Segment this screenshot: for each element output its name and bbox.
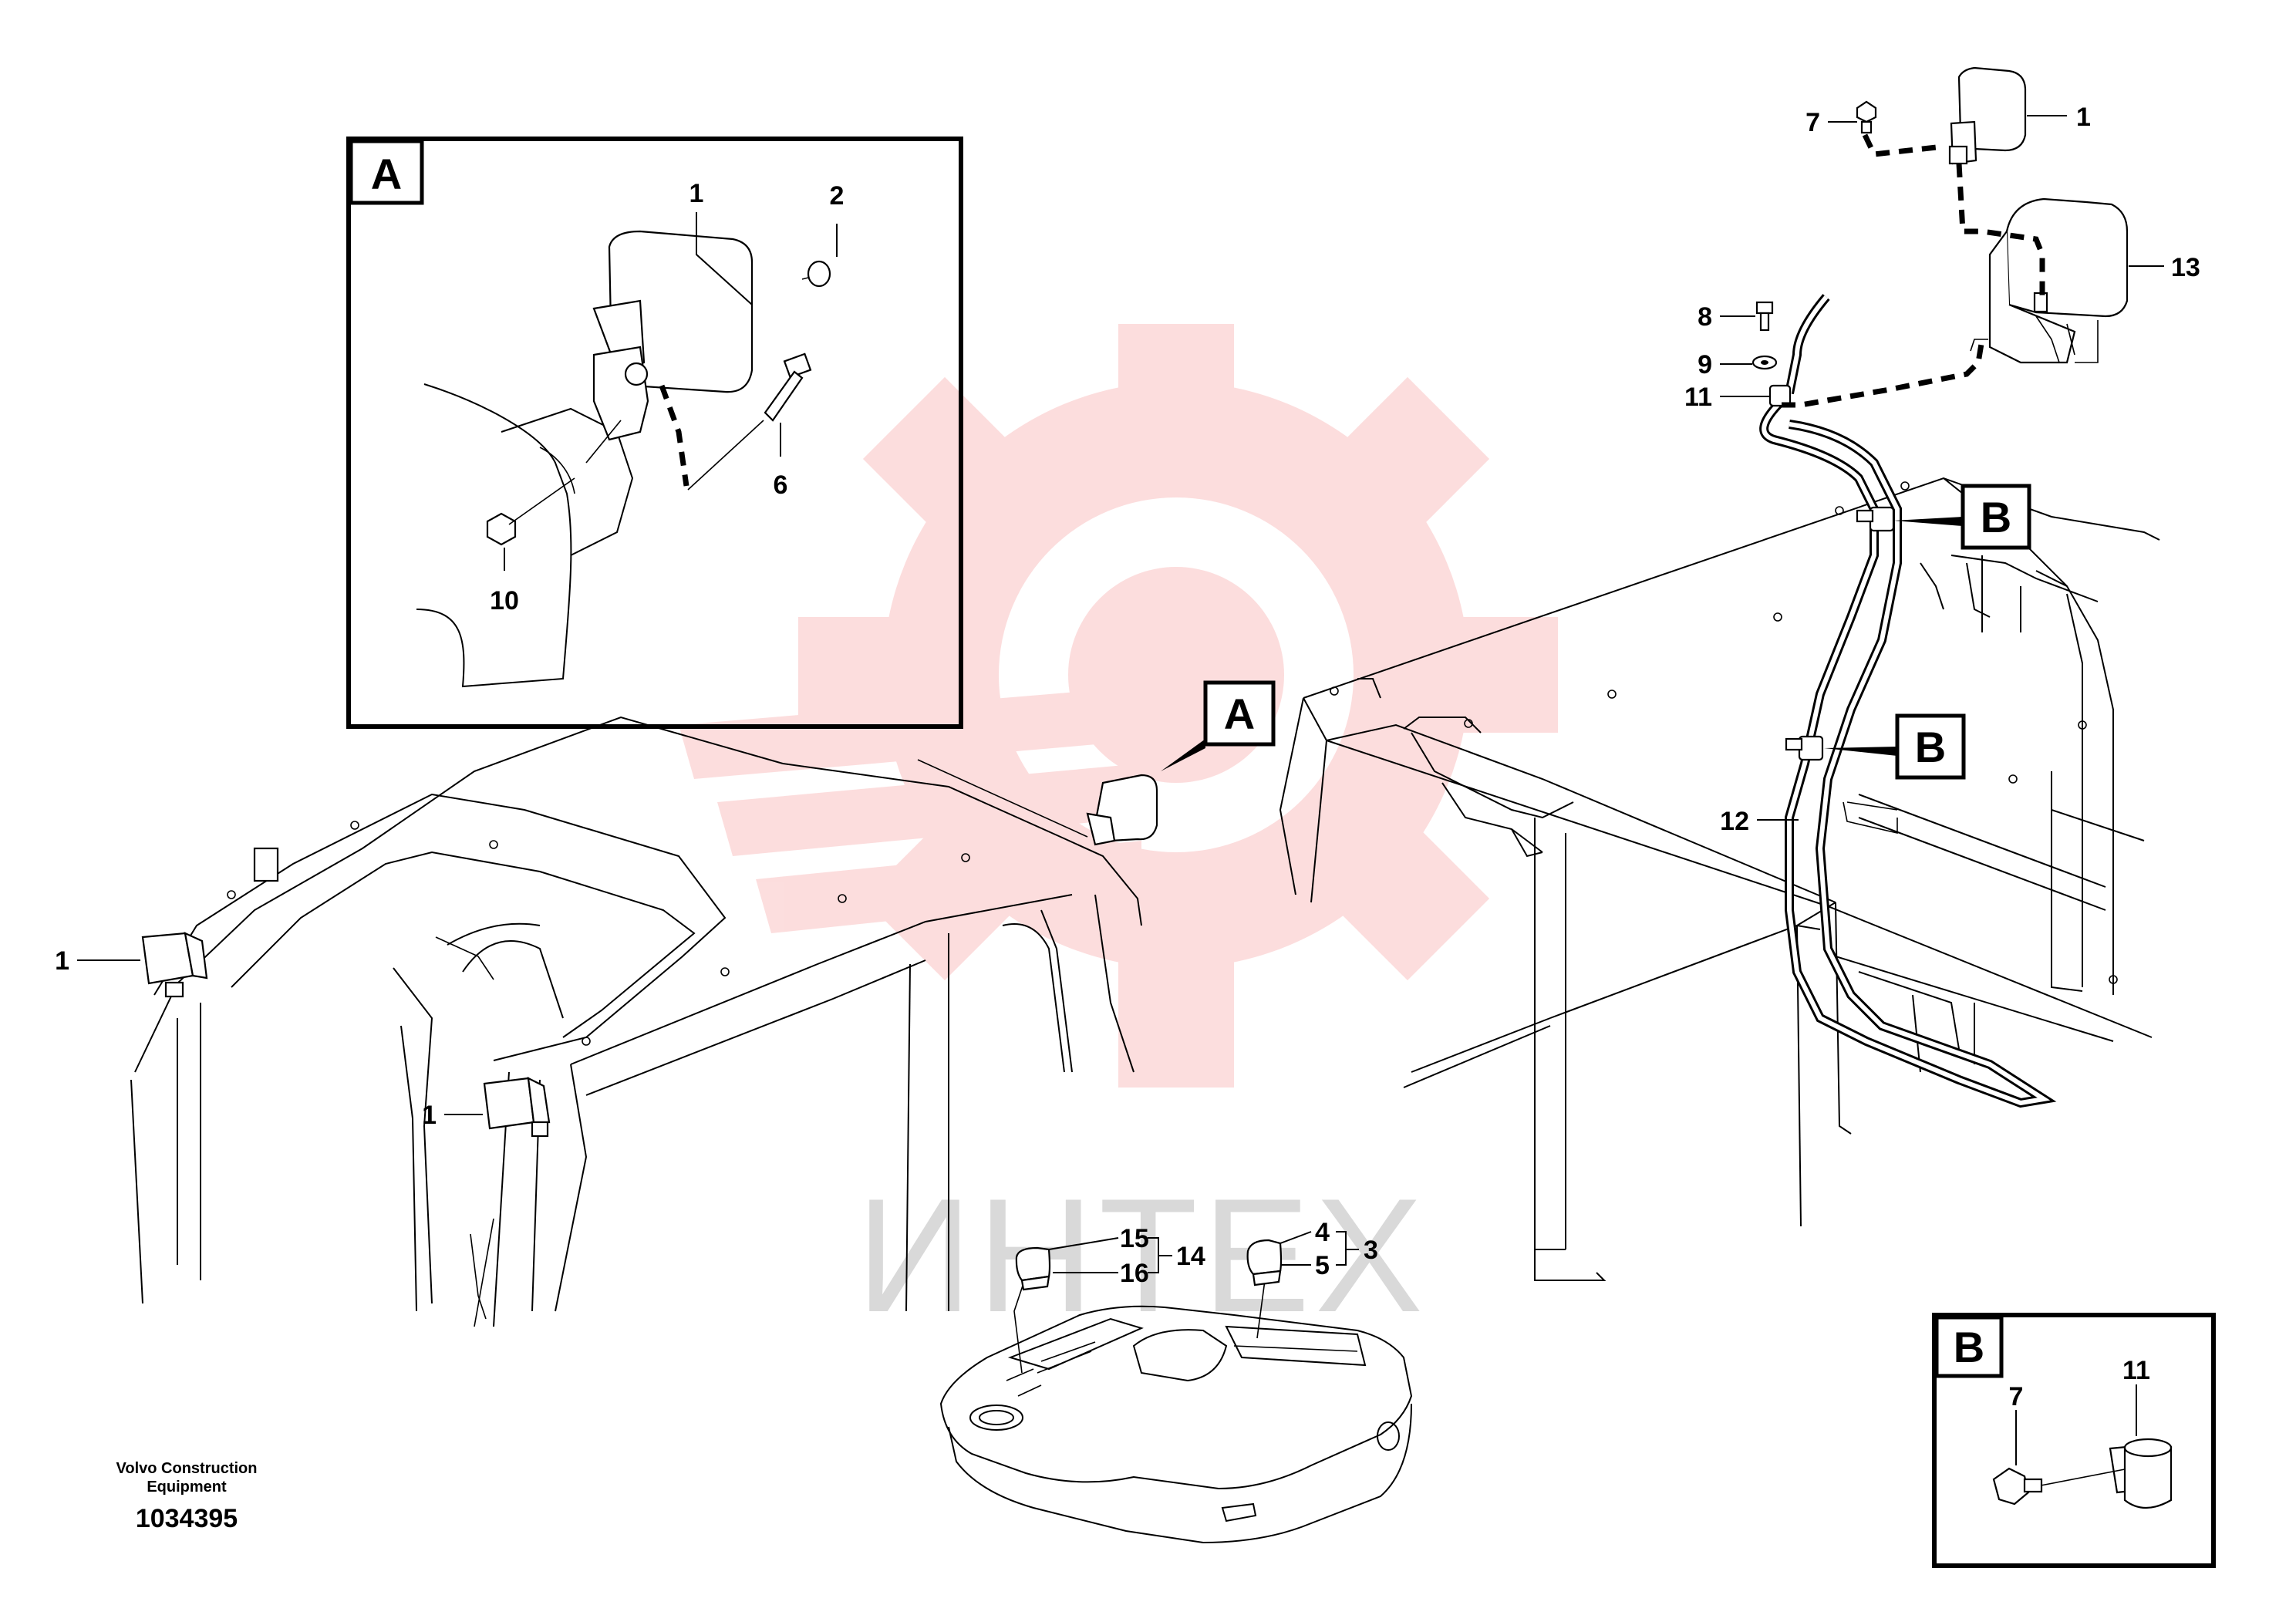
ref-b-lower-pointer [1824,747,1897,756]
ref-b-lower-label: B [1915,723,1946,771]
ref-b-upper-pointer [1893,517,1963,526]
ref-b-lower-box [1895,713,1966,780]
top-worklamp-icon [1948,66,2027,165]
detail-b-tag: B [1954,1323,1984,1371]
detail-a-bulb-icon [801,260,831,288]
left-worklamp-icon [141,932,208,998]
callout-8: 8 [1698,302,1712,332]
ref-b-upper-label: B [1981,493,2011,541]
callout-9: 9 [1698,350,1712,379]
watermark [679,324,1558,1088]
harness-clamp-lower-icon [1785,735,1824,761]
drawing-number: 1034395 [136,1504,238,1533]
callout-1-cab: 1 [422,1101,437,1130]
lamp-bracket-icon [1970,197,2129,364]
watermark-text: ИНТЕХ [856,1165,1428,1346]
callout-11-main: 11 [1684,383,1712,412]
detail-b-screw-icon [1992,1467,2043,1506]
detail-b-tag-box [1934,1315,2004,1378]
wiring-harness [1759,294,2057,1108]
switch-right-icon [1246,1239,1283,1286]
cab-worklamp-icon [483,1077,551,1138]
callout-15: 15 [1120,1224,1149,1253]
callout-1-left: 1 [55,946,69,976]
detail-a-bolt-icon [764,352,812,422]
detail-b-panel: B 7 11 [1932,1313,2216,1568]
harness-clamp-upper-icon [1856,506,1895,532]
callout-12: 12 [1720,807,1749,836]
detail-a-tag: A [371,150,402,198]
callout-16: 16 [1120,1259,1149,1288]
cab-roof-structure [130,716,1142,1327]
detail-a-tag-box [349,139,424,205]
detail-a-mirror-icon [585,230,754,464]
detail-a-callout-10: 10 [490,586,519,615]
bolt-8-icon [1755,301,1774,332]
ref-a-label: A [1224,690,1255,738]
detail-b-clamp-icon [2109,1438,2173,1509]
cab-mirror-icon [917,759,1158,846]
gear-watermark-icon [798,324,1558,1088]
detail-a-callout-2: 2 [830,181,845,211]
callout-13: 13 [2171,253,2200,282]
switch-left-icon [1015,1246,1051,1291]
ref-a-box [1203,680,1276,747]
callout-1-top: 1 [2076,103,2091,132]
detail-a-callout-6: 6 [774,470,788,500]
callout-7-top: 7 [1805,108,1820,137]
company-line-2: Equipment [147,1479,227,1496]
top-screw-icon [1856,100,1877,134]
company-line-1: Volvo Construction [116,1460,258,1477]
callout-3: 3 [1364,1236,1378,1265]
detail-a-callout-1: 1 [689,179,704,208]
callout-4: 4 [1315,1218,1330,1247]
footer: Volvo Construction Equipment 1034395 [116,1460,258,1533]
callout-5: 5 [1315,1251,1330,1280]
detail-b-callout-7: 7 [2009,1382,2024,1411]
detail-a-nut-icon [486,512,517,546]
washer-9-icon [1752,355,1778,370]
ref-a-pointer [1161,739,1205,771]
detail-b-callout-11: 11 [2122,1356,2150,1385]
callout-14: 14 [1176,1242,1205,1271]
control-console [939,1264,1413,1544]
